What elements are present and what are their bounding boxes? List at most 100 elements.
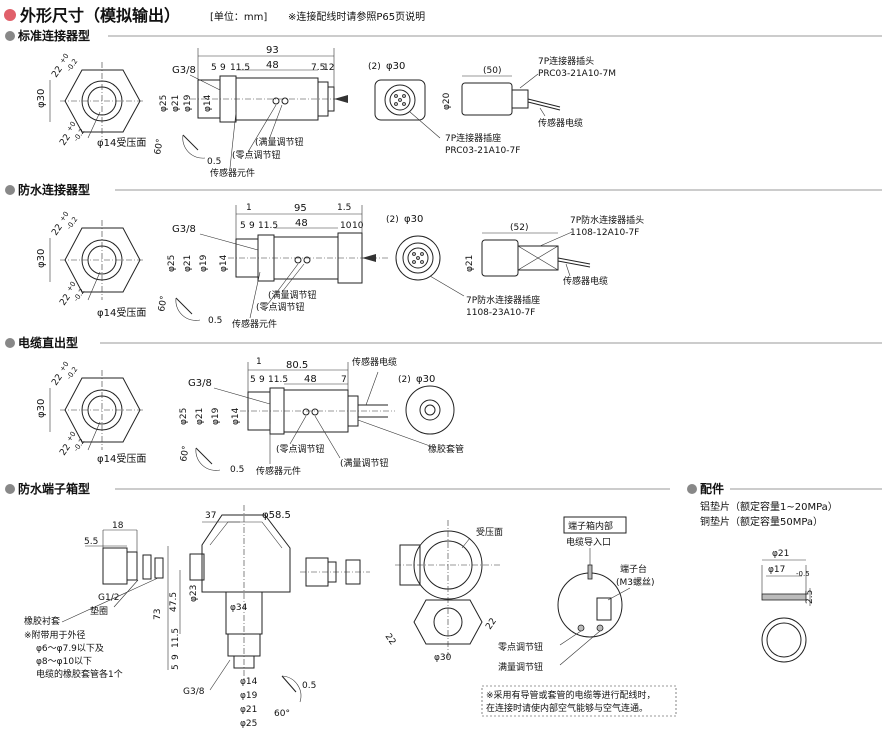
cable-gland: 18 5.5 G1/2 垫圈 橡胶衬套 ※附带用于外径 φ6～φ7.9以下及 φ… (24, 521, 164, 680)
label-span-adjust: (满量调节钮 (255, 136, 304, 148)
svg-text:11.5: 11.5 (268, 375, 288, 385)
svg-text:φ25: φ25 (159, 95, 169, 112)
connector-socket-face: (2) φ30 7P连接器插座 PRC03-21A10-7F (368, 61, 520, 156)
svg-text:φ30: φ30 (404, 214, 423, 225)
svg-text:7P防水连接器插座: 7P防水连接器插座 (466, 294, 540, 306)
label-rubber-sleeve: 橡胶套管 (428, 443, 464, 455)
svg-text:7P防水连接器插头: 7P防水连接器插头 (570, 214, 644, 226)
svg-text:(2): (2) (368, 62, 381, 72)
svg-text:9: 9 (171, 654, 181, 660)
svg-text:传感器元件: 传感器元件 (232, 318, 277, 330)
svg-text:φ8～φ10以下: φ8～φ10以下 (36, 657, 92, 667)
svg-text:47.5: 47.5 (169, 592, 179, 612)
svg-text:9: 9 (259, 375, 265, 385)
label-zero-adjust: (零点调节钮 (232, 149, 281, 161)
svg-text:受压面: 受压面 (476, 526, 503, 538)
svg-text:G1/2: G1/2 (98, 593, 119, 603)
svg-text:(2): (2) (398, 375, 411, 385)
svg-text:φ21: φ21 (171, 95, 181, 112)
svg-text:φ14受压面: φ14受压面 (97, 307, 146, 319)
section-title: 标准连接器型 (17, 28, 90, 43)
sensor-body-side: 93 48 5 9 11.5 7.5 12 G3/8 φ25 φ21 φ19 φ… (153, 45, 348, 179)
svg-text:80.5: 80.5 (286, 360, 308, 371)
section-title: 防水端子箱型 (18, 481, 90, 496)
svg-text:+0: +0 (65, 120, 77, 133)
svg-text:φ19: φ19 (199, 254, 209, 272)
terminal-box-inside: 端子箱内部 电缆导入口 端子台 (M3螺丝) 零点调节钮 满量调节钮 ※采用有导… (481, 516, 677, 717)
svg-text:60°: 60° (153, 138, 166, 155)
svg-text:(M3螺丝): (M3螺丝) (616, 576, 655, 588)
svg-text:9: 9 (249, 221, 255, 231)
section-waterproof-terminal-box: 防水端子箱型 18 5.5 G1/2 垫圈 橡胶衬套 ※附带用于外径 φ6～φ7… (5, 481, 677, 729)
sensor-body-side: 95 48 1 5 9 11.5 1.5 10 10 G3/8 φ25 φ21 … (157, 203, 390, 330)
svg-text:0.5: 0.5 (207, 157, 221, 167)
svg-text:φ14: φ14 (219, 254, 229, 272)
svg-text:G3/8: G3/8 (172, 224, 196, 235)
svg-text:73: 73 (153, 609, 163, 620)
svg-text:22: 22 (58, 293, 73, 308)
svg-text:5: 5 (211, 63, 217, 73)
svg-text:橡胶衬套: 橡胶衬套 (24, 615, 60, 627)
svg-text:1: 1 (246, 203, 252, 213)
hex-nut-view: φ30 22 +0 -0.2 22 +0 -0.2 φ14受压面 (36, 210, 146, 319)
svg-text:0.5: 0.5 (230, 465, 244, 475)
svg-text:11.5: 11.5 (258, 221, 278, 231)
section-cable-direct: 电缆直出型 φ30 22 +0 -0.2 22 +0 -0.2 φ14受压面 (5, 335, 882, 477)
svg-text:满量调节钮: 满量调节钮 (498, 661, 543, 673)
svg-text:5.5: 5.5 (84, 537, 98, 547)
section-bullet (5, 185, 15, 195)
svg-text:(2): (2) (386, 215, 399, 225)
svg-text:传感器电缆: 传感器电缆 (563, 275, 608, 287)
svg-text:5: 5 (171, 664, 181, 670)
svg-text:φ21: φ21 (183, 255, 193, 272)
terminal-box-top: 受压面 φ30 22 22 (383, 520, 503, 663)
svg-text:G3/8: G3/8 (188, 378, 212, 389)
svg-text:φ17: φ17 (768, 565, 785, 575)
svg-text:22: 22 (50, 373, 65, 388)
svg-text:5: 5 (240, 221, 246, 231)
accessory-aluminum-gasket: 铝垫片（额定容量1~20MPa） (700, 500, 838, 513)
svg-text:φ25: φ25 (240, 719, 257, 729)
svg-text:φ14受压面: φ14受压面 (97, 453, 146, 465)
wiring-note: ※连接配线时请参照P65页说明 (288, 10, 425, 23)
label-sensor-element: 传感器元件 (210, 167, 255, 179)
svg-text:零点调节钮: 零点调节钮 (498, 641, 543, 653)
dim-22-bottom: 22 (58, 133, 73, 148)
section-bullet (687, 484, 697, 494)
svg-text:传感器电缆: 传感器电缆 (352, 356, 397, 368)
svg-text:φ19: φ19 (240, 691, 258, 701)
svg-text:9: 9 (220, 63, 226, 73)
svg-text:φ30: φ30 (36, 249, 47, 268)
hex-nut-view: φ30 22 +0 -0.2 22 +0 -0.2 φ14受压面 (36, 360, 146, 465)
svg-text:11.5: 11.5 (171, 628, 181, 648)
svg-text:18: 18 (112, 521, 124, 531)
svg-text:11.5: 11.5 (230, 63, 250, 73)
section-title: 防水连接器型 (18, 182, 90, 197)
svg-text:电缆导入口: 电缆导入口 (566, 536, 611, 548)
label-socket-model: PRC03-21A10-7F (445, 146, 520, 156)
connector-socket-face: (2) φ30 7P防水连接器插座 1108-23A10-7F (386, 214, 540, 318)
section-bullet (5, 338, 15, 348)
svg-text:垫圈: 垫圈 (90, 605, 108, 617)
svg-text:2.5: 2.5 (805, 590, 815, 604)
terminal-box-side: 37 φ58.5 73 47.5 φ23 φ34 11.5 9 5 G3/8 φ… (153, 505, 316, 729)
section-title: 电缆直出型 (18, 335, 78, 350)
svg-text:(满量调节钮: (满量调节钮 (340, 457, 389, 469)
svg-text:-0.5: -0.5 (796, 570, 810, 578)
svg-text:0.5: 0.5 (208, 316, 222, 326)
svg-text:7.5: 7.5 (311, 63, 325, 73)
section-bullet (5, 484, 15, 494)
svg-text:φ23: φ23 (189, 585, 199, 602)
svg-text:φ30: φ30 (416, 374, 435, 385)
svg-text:电缆的橡胶套管各1个: 电缆的橡胶套管各1个 (36, 668, 123, 680)
svg-text:端子台: 端子台 (620, 563, 647, 575)
accessory-copper-gasket: 铜垫片（额定容量50MPa） (700, 515, 823, 528)
page-title: 外形尺寸（模拟输出） (19, 6, 180, 25)
svg-text:φ25: φ25 (167, 255, 177, 272)
svg-text:φ30: φ30 (386, 61, 405, 72)
gasket-top-view (761, 617, 807, 663)
gasket-side-view: φ21 φ17 -0.5 2.5 (761, 549, 815, 606)
svg-text:0.5: 0.5 (302, 681, 316, 691)
svg-text:φ21: φ21 (195, 408, 205, 425)
